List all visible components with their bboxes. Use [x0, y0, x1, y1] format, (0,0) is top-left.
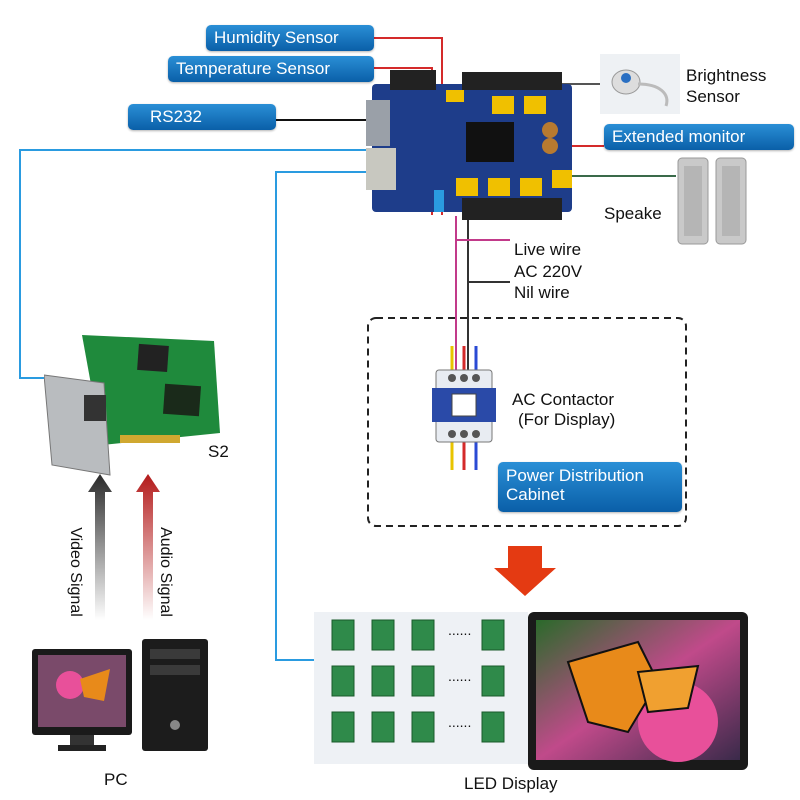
- speaker-label: Speake: [604, 204, 662, 223]
- temperature-sensor-label: Temperature Sensor: [168, 56, 374, 82]
- contactor-label-line1: AC Contactor: [512, 390, 615, 409]
- contactor-label-line2: (For Display): [518, 410, 616, 429]
- brightness-label-line1: Brightness: [686, 66, 767, 85]
- ac-voltage-label: AC 220V: [514, 262, 583, 281]
- brightness-label-line2: Sensor: [686, 87, 740, 106]
- speaker-icon: [677, 157, 747, 245]
- pc-label: PC: [104, 770, 128, 789]
- cabinet-label-line2: Cabinet: [506, 485, 565, 504]
- led-module-icon: [331, 619, 505, 743]
- video-signal-arrow: [88, 474, 112, 620]
- video-signal-label: Video Signal: [67, 527, 84, 617]
- live-wire-label: Live wire: [514, 240, 582, 259]
- sending-card-icon: [44, 335, 220, 476]
- multi-function-card-icon: [366, 70, 572, 220]
- down-arrow-icon: [494, 546, 556, 596]
- cabinet-border: [367, 317, 687, 527]
- led-display-label: LED Display: [464, 774, 558, 793]
- brightness-sensor-icon: [600, 54, 680, 114]
- contactor-icon: [432, 369, 496, 443]
- rs232-label: RS232: [128, 104, 276, 130]
- pc-icon: [32, 639, 208, 751]
- led-screen-icon: [528, 612, 748, 770]
- audio-signal-arrow: [136, 474, 160, 620]
- s2-label: S2: [208, 442, 229, 461]
- nil-wire-label: Nil wire: [514, 283, 570, 302]
- humidity-sensor-label: Humidity Sensor: [206, 25, 374, 51]
- audio-signal-label: Audio Signal: [157, 527, 174, 617]
- led-dots-row-1: ......: [448, 622, 472, 638]
- extended-monitor-label: Extended monitor: [604, 124, 794, 150]
- led-dots-row-2: ......: [448, 668, 472, 684]
- led-dots-row-3: ......: [448, 714, 472, 730]
- cabinet-label-line1: Power Distribution: [506, 466, 644, 485]
- network-wire-s2: [19, 149, 366, 379]
- power-cabinet-label: Power Distribution Cabinet: [498, 462, 682, 512]
- network-wire-led: [275, 171, 366, 661]
